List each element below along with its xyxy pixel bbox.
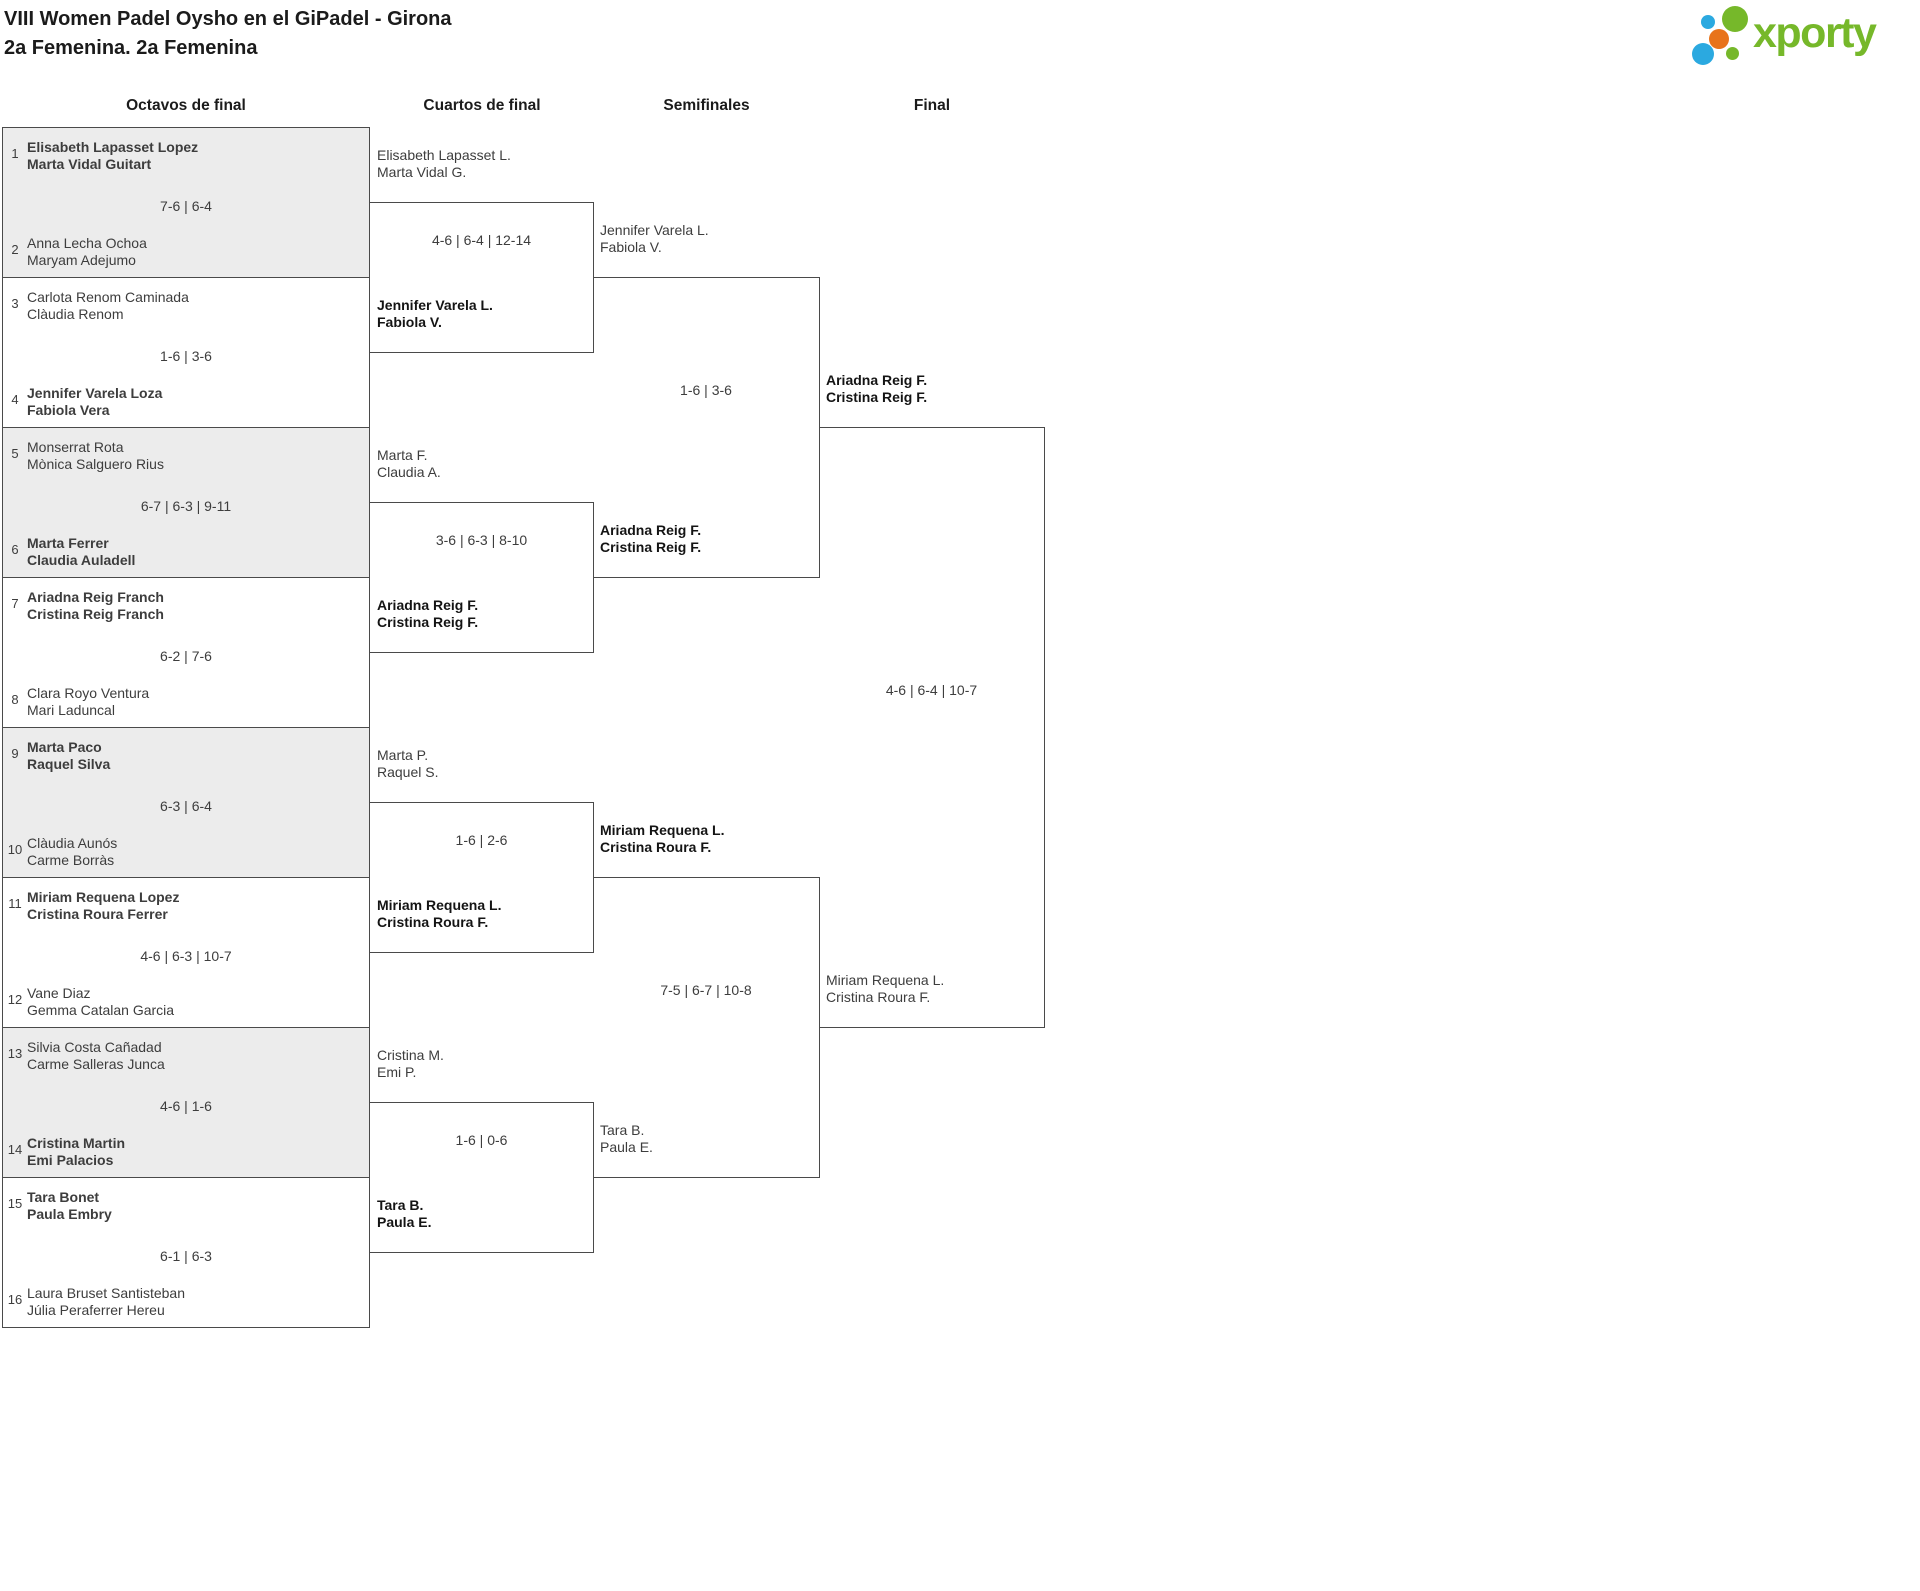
team-name: Marta P.Raquel S. xyxy=(377,747,439,780)
match-score: 4-6 | 6-4 | 12-14 xyxy=(431,232,532,248)
round-header-octavos: Octavos de final xyxy=(126,97,246,114)
match-score: 7-5 | 6-7 | 10-8 xyxy=(660,982,752,998)
tournament-name: VIII Women Padel Oysho en el GiPadel - G… xyxy=(4,8,452,30)
match-score: 1-6 | 3-6 xyxy=(160,348,212,364)
seed-number: 1 xyxy=(11,146,19,161)
team-name: Elisabeth Lapasset L.Marta Vidal G. xyxy=(377,147,511,180)
round-header-cuartos: Cuartos de final xyxy=(423,97,541,114)
final-connector xyxy=(819,427,1045,1028)
logo-dot-green-small xyxy=(1726,47,1739,60)
team-name: Jennifer Varela L.Fabiola V. xyxy=(600,222,709,255)
team-name: Tara B.Paula E. xyxy=(377,1197,432,1230)
seed-number: 3 xyxy=(11,296,19,311)
team-name: Cristina M.Emi P. xyxy=(377,1047,444,1080)
team-name: Miriam Requena L.Cristina Roura F. xyxy=(600,822,725,855)
seed-number: 15 xyxy=(7,1196,23,1211)
match-score: 3-6 | 6-3 | 8-10 xyxy=(435,532,528,548)
match-score: 7-6 | 6-4 xyxy=(160,198,212,214)
team-name: Miriam Requena L.Cristina Roura F. xyxy=(377,897,502,930)
seed-number: 14 xyxy=(7,1142,23,1157)
team-name: Marta F.Claudia A. xyxy=(377,447,441,480)
seed-number: 12 xyxy=(7,992,23,1007)
seed-number: 4 xyxy=(11,392,19,407)
round-header-semifinales: Semifinales xyxy=(663,97,750,114)
page-title: VIII Women Padel Oysho en el GiPadel - G… xyxy=(4,5,452,63)
logo-dot-blue-small xyxy=(1701,15,1715,29)
team-name: Tara B.Paula E. xyxy=(600,1122,653,1155)
match-score: 1-6 | 2-6 xyxy=(455,832,508,848)
seed-number: 2 xyxy=(11,242,19,257)
logo-dot-orange xyxy=(1709,29,1729,49)
team-name: Ariadna Reig F.Cristina Reig F. xyxy=(826,372,928,405)
seed-number: 8 xyxy=(11,692,19,707)
round-header-final: Final xyxy=(913,97,951,114)
match-score: 4-6 | 6-4 | 10-7 xyxy=(885,682,978,698)
seed-number: 13 xyxy=(7,1046,23,1061)
match-score: 1-6 | 0-6 xyxy=(455,1132,508,1148)
team-name: Miriam Requena L.Cristina Roura F. xyxy=(826,972,945,1005)
seed-number: 16 xyxy=(7,1292,23,1307)
match-score: 6-3 | 6-4 xyxy=(160,798,212,814)
match-score: 4-6 | 6-3 | 10-7 xyxy=(140,948,232,964)
category-name: 2a Femenina. 2a Femenina xyxy=(4,37,258,59)
xporty-logo[interactable]: xporty xyxy=(1690,5,1895,71)
match-score: 1-6 | 3-6 xyxy=(680,382,732,398)
team-name: Ariadna Reig F.Cristina Reig F. xyxy=(377,597,479,630)
seed-number: 6 xyxy=(11,542,19,557)
logo-dot-green-large xyxy=(1722,6,1748,32)
seed-number: 11 xyxy=(8,896,22,911)
match-score: 6-1 | 6-3 xyxy=(160,1248,212,1264)
team-name: Ariadna Reig F.Cristina Reig F. xyxy=(600,522,702,555)
seed-number: 7 xyxy=(11,596,19,611)
seed-number: 5 xyxy=(11,446,19,461)
match-score: 6-2 | 7-6 xyxy=(160,648,212,664)
logo-wordmark: xporty xyxy=(1753,9,1877,57)
match-score: 4-6 | 1-6 xyxy=(160,1098,212,1114)
match-score: 6-7 | 6-3 | 9-11 xyxy=(140,498,232,514)
logo-dot-blue-large xyxy=(1692,43,1714,65)
team-name: Jennifer Varela L.Fabiola V. xyxy=(377,297,493,330)
seed-number: 9 xyxy=(11,746,19,761)
seed-number: 10 xyxy=(7,842,23,857)
